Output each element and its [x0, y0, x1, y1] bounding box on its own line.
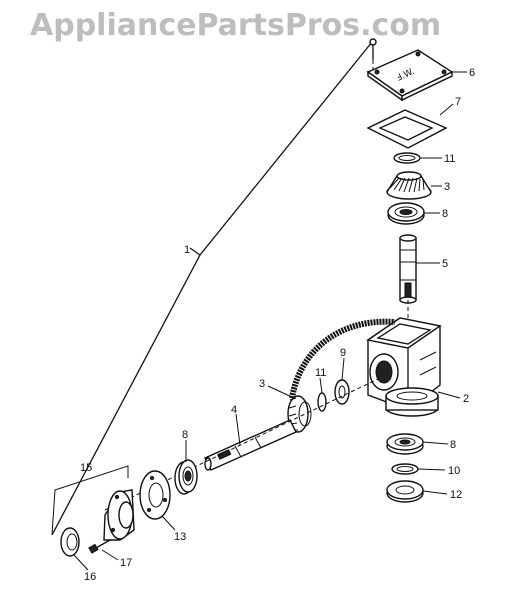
- gearbox-housing: [366, 317, 442, 417]
- label-12: 12: [450, 489, 462, 501]
- bearing-top: [387, 202, 425, 225]
- watermark: AppliancePartsPros.com: [30, 8, 442, 43]
- vertical-shaft: [399, 234, 417, 304]
- label-4: 4: [231, 404, 237, 416]
- snap-ring-top: [393, 152, 421, 164]
- flange-gasket: [139, 470, 171, 520]
- label-7: 7: [455, 96, 461, 108]
- bevel-gear-mid: [287, 395, 312, 433]
- label-11-top: 11: [444, 153, 455, 165]
- label-8-top: 8: [442, 208, 448, 220]
- gasket: [366, 109, 448, 149]
- label-15: 15: [80, 462, 92, 474]
- cover-screw: [369, 38, 377, 60]
- snap-ring-mid: [317, 392, 327, 412]
- label-6: 6: [469, 67, 475, 79]
- bearing-bottom: [386, 433, 424, 455]
- cover-plate: Ⅎ.W.: [366, 49, 454, 102]
- label-1: 1: [184, 244, 190, 256]
- label-3-top: 3: [444, 181, 450, 193]
- label-17: 17: [120, 557, 132, 569]
- label-5: 5: [442, 258, 448, 270]
- oil-seal-left: [60, 527, 80, 557]
- label-11-mid: 11: [315, 367, 326, 379]
- label-8-bottom: 8: [450, 439, 456, 451]
- assembly-arrow: [289, 318, 396, 399]
- retaining-ring-bottom: [391, 463, 419, 475]
- label-10: 10: [448, 465, 460, 477]
- bracket-15: [51, 465, 129, 536]
- input-shaft: [204, 419, 297, 471]
- label-16: 16: [84, 571, 96, 583]
- label-2: 2: [463, 393, 469, 405]
- label-13: 13: [174, 531, 186, 543]
- seal-bottom: [386, 480, 424, 503]
- oil-seal-right: [334, 379, 350, 405]
- bevel-gear-top: [386, 171, 432, 200]
- flange-bolt: [88, 539, 111, 554]
- adapter-flange: [103, 489, 135, 541]
- bearing-mid: [174, 459, 198, 495]
- label-3-mid: 3: [259, 378, 265, 390]
- label-8-mid: 8: [182, 429, 188, 441]
- label-9: 9: [340, 347, 346, 359]
